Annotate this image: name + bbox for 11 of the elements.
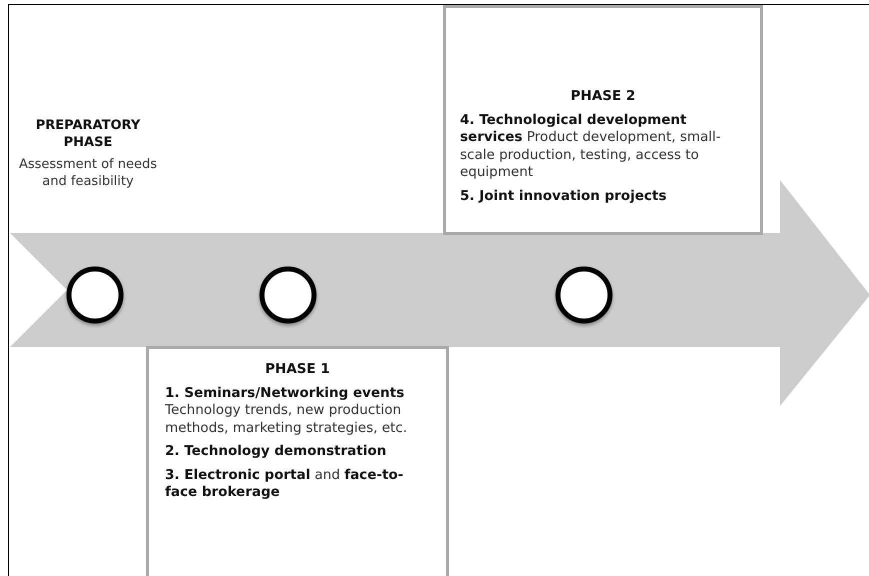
activity-text: 5. Joint innovation projects bbox=[460, 188, 668, 206]
activity-text: 1. Seminars/Networking events Technology trends, new production methods, marketing strategies, etc. bbox=[165, 384, 408, 438]
phase-description: Assessment of needs and feasibility bbox=[18, 156, 158, 191]
phase-heading: PHASE 2 bbox=[570, 88, 636, 106]
phase-heading: PHASE 1 bbox=[264, 361, 331, 379]
activity-text: 4. Technological development services Product development, small-scale production, testing, access to equipment bbox=[460, 112, 722, 182]
activity-text: 3. Electronic portal and face-to-face brokerage bbox=[165, 466, 404, 502]
phase-box bbox=[443, 5, 763, 235]
phase-box bbox=[146, 346, 449, 576]
activity-text: 2. Technology demonstration bbox=[165, 443, 388, 461]
phase-heading: PREPARATORY PHASE bbox=[34, 118, 142, 152]
